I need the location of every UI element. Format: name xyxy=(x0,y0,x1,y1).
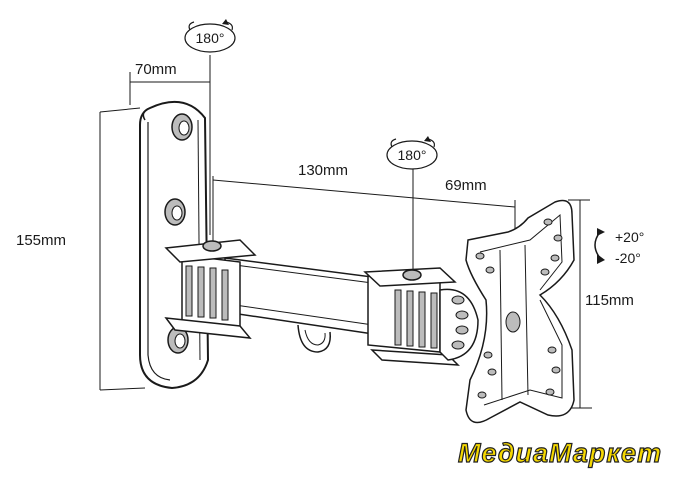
vesa-plate xyxy=(465,199,575,424)
wall-plate-hole-bottom xyxy=(167,326,189,354)
tilt-indicator: +20° -20° xyxy=(594,228,644,266)
wall-swivel-label: 180° xyxy=(196,30,225,46)
wall-swivel-indicator: 180° xyxy=(184,19,236,53)
watermark-logo: МедиаМаркет xyxy=(458,438,662,468)
wall-plate-width-label: 70mm xyxy=(135,61,177,78)
tilt-up-label: +20° xyxy=(615,229,644,245)
height-label: 155mm xyxy=(16,232,66,249)
head-depth-label: 69mm xyxy=(445,177,487,194)
wall-plate-hole-top xyxy=(171,113,193,141)
arm-swivel-label: 180° xyxy=(398,147,427,163)
vesa-height-label: 115mm xyxy=(585,292,634,309)
swing-arm xyxy=(164,239,479,366)
arm-swivel-indicator: 180° xyxy=(386,136,438,170)
wall-plate-hole-middle xyxy=(164,198,186,226)
dimension-lines xyxy=(99,55,592,409)
tilt-down-label: -20° xyxy=(615,250,641,266)
arm-length-label: 130mm xyxy=(298,162,348,179)
